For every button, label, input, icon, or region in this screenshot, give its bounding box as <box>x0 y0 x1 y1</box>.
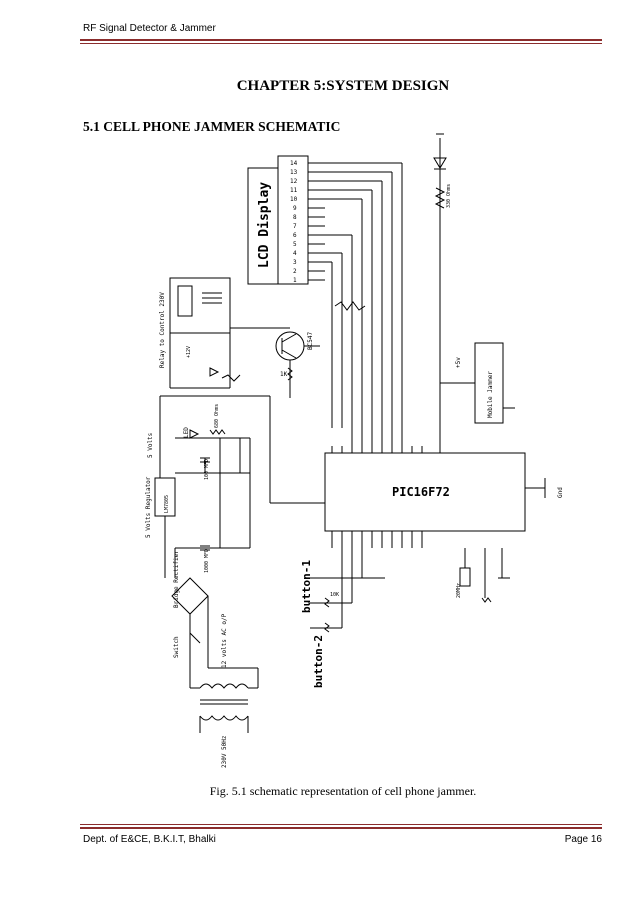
res-10k-label: 10K <box>330 592 339 598</box>
button-2-label: button-2 <box>312 635 325 688</box>
relay-label: Relay to Control 230V <box>159 292 166 368</box>
rectifier-label: Bridge Rectifier <box>173 550 180 608</box>
transformer <box>189 667 259 733</box>
lcd-pin-7: 7 <box>293 223 297 230</box>
section-title: 5.1 CELL PHONE JAMMER SCHEMATIC <box>83 119 341 134</box>
lcd-pin-12: 12 <box>290 178 298 185</box>
five-volts-label: 5 Volts <box>147 432 154 458</box>
regulator-label: 5 Volts Regulator <box>145 476 152 538</box>
mobile-jammer-label: Mobile Jammer <box>487 371 494 418</box>
lcd-pin-11: 11 <box>290 187 298 194</box>
lcd-pin-2: 2 <box>293 268 297 275</box>
pic-mcu-block <box>324 452 526 532</box>
mcu-label: PIC16F72 <box>392 485 450 499</box>
mains-label: 230V 50Hz <box>221 735 228 768</box>
crystal-label: 20MHz <box>456 583 462 598</box>
footer-rule-thin <box>80 824 602 825</box>
lcd-display-label: LCD Display <box>257 182 272 268</box>
lcd-pin-8: 8 <box>293 214 297 221</box>
lcd-pin-5: 5 <box>293 241 297 248</box>
header-rule-thin <box>80 43 602 44</box>
cap-100-label: 100 MFD <box>204 459 210 480</box>
lcd-pin-leads <box>308 162 402 281</box>
page-header-title: RF Signal Detector & Jammer <box>83 23 216 34</box>
footer-rule-thick <box>80 827 602 829</box>
gnd-label: Gnd <box>557 487 564 498</box>
lcd-pin-1: 1 <box>293 277 297 284</box>
lcd-pin-14: 14 <box>290 160 298 167</box>
supply-12v-label: +12V <box>186 346 192 358</box>
cap-1000-label: 1000 MFD <box>204 549 210 573</box>
regulator-chip-label: LM7805 <box>164 495 170 513</box>
header-rule-thick <box>80 39 602 41</box>
led-label: LED <box>183 427 190 438</box>
pic-top-pins <box>331 446 423 453</box>
vcc-label: +5v <box>455 357 462 368</box>
lcd-pin-13: 13 <box>290 169 298 176</box>
data-bus-lines <box>331 163 403 453</box>
figure-caption: Fig. 5.1 schematic representation of cel… <box>209 784 477 798</box>
lcd-pin-3: 3 <box>293 259 297 266</box>
transistor-symbol <box>275 331 305 361</box>
button-1-label: button-1 <box>300 560 313 613</box>
resistor-330-label: 330 Ohms <box>446 184 452 208</box>
lcd-pin-6: 6 <box>293 232 297 239</box>
footer-department: Dept. of E&CE, B.K.I.T, Bhalki <box>83 834 216 845</box>
lcd-pin-4: 4 <box>293 250 297 257</box>
lcd-pin-9: 9 <box>293 205 297 212</box>
footer-page-number: Page 16 <box>564 834 602 845</box>
pic-bottom-pins <box>331 531 423 548</box>
chapter-title: CHAPTER 5:SYSTEM DESIGN <box>236 78 450 94</box>
resistor-680-label: 680 Ohms <box>214 404 220 428</box>
ac-output-label: 12 volts AC o/P <box>221 613 228 668</box>
switch-label: Switch <box>173 636 180 658</box>
lcd-pin-10: 10 <box>290 196 298 203</box>
jammer-schematic: LCD Display 14 13 12 11 10 9 8 7 6 5 4 3… <box>145 133 564 768</box>
res-1k-label: 1K <box>280 371 288 378</box>
transistor-label: BC547 <box>307 332 314 350</box>
relay-block <box>169 277 231 334</box>
